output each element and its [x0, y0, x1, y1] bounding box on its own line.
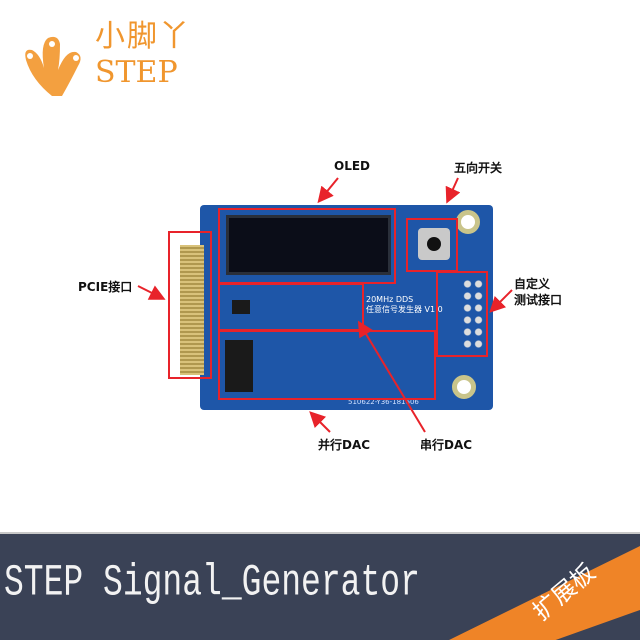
- logo-chinese: 小脚丫: [95, 19, 191, 54]
- banner-title: STEP Signal_Generator: [4, 558, 420, 608]
- pcie-edge-connector: [180, 245, 204, 375]
- label-parallel-dac: 并行DAC: [318, 438, 371, 452]
- silk-title2: 任意信号发生器 V1.0: [366, 305, 443, 314]
- parallel-dac-box: [218, 330, 436, 400]
- arrow-oled: [317, 177, 339, 204]
- mount-hole: [452, 375, 476, 399]
- arrow-joystick: [445, 177, 461, 204]
- test-header-box: [436, 271, 488, 357]
- logo-english: STEP: [95, 55, 178, 90]
- joystick-box: [406, 218, 458, 272]
- parallel-dac-chip: [225, 340, 253, 392]
- arrow-test: [489, 289, 513, 313]
- oled-screen: [226, 215, 391, 275]
- step-logo-icon: [25, 36, 81, 96]
- arrow-parallel: [309, 411, 331, 433]
- board-silk-title: 20MHz DDS 任意信号发生器 V1.0: [366, 295, 443, 315]
- label-custom-test-2: 测试接口: [514, 293, 563, 307]
- arrow-pcie: [137, 285, 166, 300]
- joystick: [418, 228, 450, 260]
- ribbon: [449, 546, 640, 640]
- silk-title1: 20MHz DDS: [366, 295, 414, 304]
- board-serial-number: 510622-Y36-181606: [348, 398, 419, 406]
- serial-dac-chip: [232, 300, 250, 314]
- label-custom-test-1: 自定义: [514, 277, 551, 291]
- pcie-box: [168, 231, 212, 379]
- logo-text: 小脚丫 STEP: [95, 22, 191, 88]
- pin-header: [462, 278, 484, 350]
- label-joystick: 五向开关: [454, 161, 503, 175]
- label-oled: OLED: [334, 159, 371, 173]
- mount-hole: [456, 210, 480, 234]
- label-serial-dac: 串行DAC: [420, 438, 473, 452]
- arrow-serial: [357, 320, 426, 433]
- label-pcie: PCIE接口: [78, 280, 133, 294]
- bottom-banner: STEP Signal_Generator 扩展板: [0, 532, 640, 640]
